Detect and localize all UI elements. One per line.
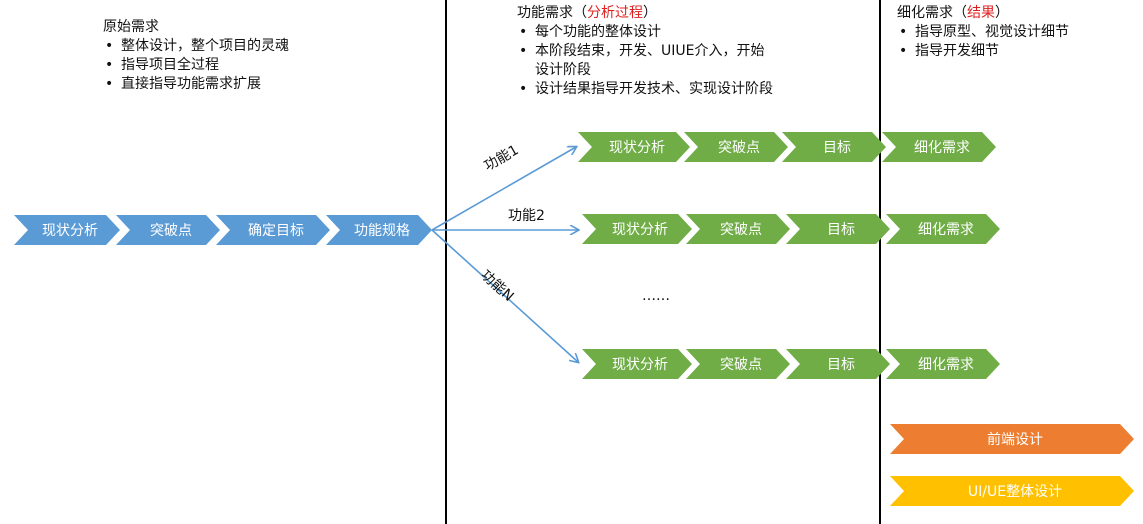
branch1-step-2: 突破点 bbox=[684, 132, 788, 162]
functional-bullet-1: 每个功能的整体设计 bbox=[517, 23, 773, 42]
original-requirements-title: 原始需求 bbox=[103, 19, 159, 35]
branch2-step-3: 目标 bbox=[786, 214, 890, 244]
original-bullet-2: 指导项目全过程 bbox=[103, 56, 289, 75]
main-step-2: 突破点 bbox=[116, 215, 220, 245]
branchN-step-4: 细化需求 bbox=[886, 349, 1000, 379]
functional-bullet-2-line1: 本阶段结束，开发、UIUE介入，开始 bbox=[535, 43, 765, 59]
arrow-branch-1 bbox=[431, 147, 576, 231]
functional-title-highlight: 分析过程 bbox=[587, 5, 643, 21]
detailed-requirements-list: 指导原型、视觉设计细节 指导开发细节 bbox=[897, 23, 1069, 61]
separator-line-left bbox=[445, 0, 447, 524]
branch1-step-3: 目标 bbox=[782, 132, 886, 162]
detailed-title-end: ） bbox=[995, 5, 1009, 21]
branch-label-2: 功能2 bbox=[508, 208, 545, 224]
branchN-step-1: 现状分析 bbox=[582, 349, 692, 379]
ellipsis-text: …… bbox=[642, 288, 670, 304]
branch1-step-4: 细化需求 bbox=[882, 132, 996, 162]
functional-bullet-3: 设计结果指导开发技术、实现设计阶段 bbox=[517, 80, 773, 99]
branchN-step-3: 目标 bbox=[786, 349, 890, 379]
output-uiue-design: UI/UE整体设计 bbox=[890, 476, 1134, 506]
functional-requirements-block: 功能需求（分析过程） 每个功能的整体设计 本阶段结束，开发、UIUE介入，开始设… bbox=[517, 4, 773, 99]
branch1-step-1: 现状分析 bbox=[578, 132, 690, 162]
main-step-4: 功能规格 bbox=[326, 215, 432, 245]
original-requirements-block: 原始需求 整体设计，整个项目的灵魂 指导项目全过程 直接指导功能需求扩展 bbox=[103, 18, 289, 94]
arrow-branch-n bbox=[431, 229, 578, 362]
branch2-step-4: 细化需求 bbox=[886, 214, 1000, 244]
functional-bullet-2-line2: 设计阶段 bbox=[535, 62, 591, 78]
original-requirements-list: 整体设计，整个项目的灵魂 指导项目全过程 直接指导功能需求扩展 bbox=[103, 37, 289, 94]
main-step-3: 确定目标 bbox=[216, 215, 330, 245]
functional-requirements-title: 功能需求（分析过程） bbox=[517, 4, 773, 23]
detailed-requirements-title: 细化需求（结果） bbox=[897, 4, 1069, 23]
functional-title-end: ） bbox=[643, 5, 657, 21]
output-frontend-design: 前端设计 bbox=[890, 424, 1134, 454]
detailed-bullet-1: 指导原型、视觉设计细节 bbox=[897, 23, 1069, 42]
detailed-title-main: 细化需求（ bbox=[897, 5, 967, 21]
original-bullet-3: 直接指导功能需求扩展 bbox=[103, 75, 289, 94]
branch2-step-1: 现状分析 bbox=[582, 214, 692, 244]
functional-title-main: 功能需求（ bbox=[517, 5, 587, 21]
separator-line-right bbox=[879, 0, 881, 524]
original-bullet-1: 整体设计，整个项目的灵魂 bbox=[103, 37, 289, 56]
branch2-step-2: 突破点 bbox=[686, 214, 790, 244]
detailed-requirements-block: 细化需求（结果） 指导原型、视觉设计细节 指导开发细节 bbox=[897, 4, 1069, 61]
branchN-step-2: 突破点 bbox=[686, 349, 790, 379]
detailed-title-highlight: 结果 bbox=[967, 5, 995, 21]
detailed-bullet-2: 指导开发细节 bbox=[897, 42, 1069, 61]
main-step-1: 现状分析 bbox=[14, 215, 120, 245]
